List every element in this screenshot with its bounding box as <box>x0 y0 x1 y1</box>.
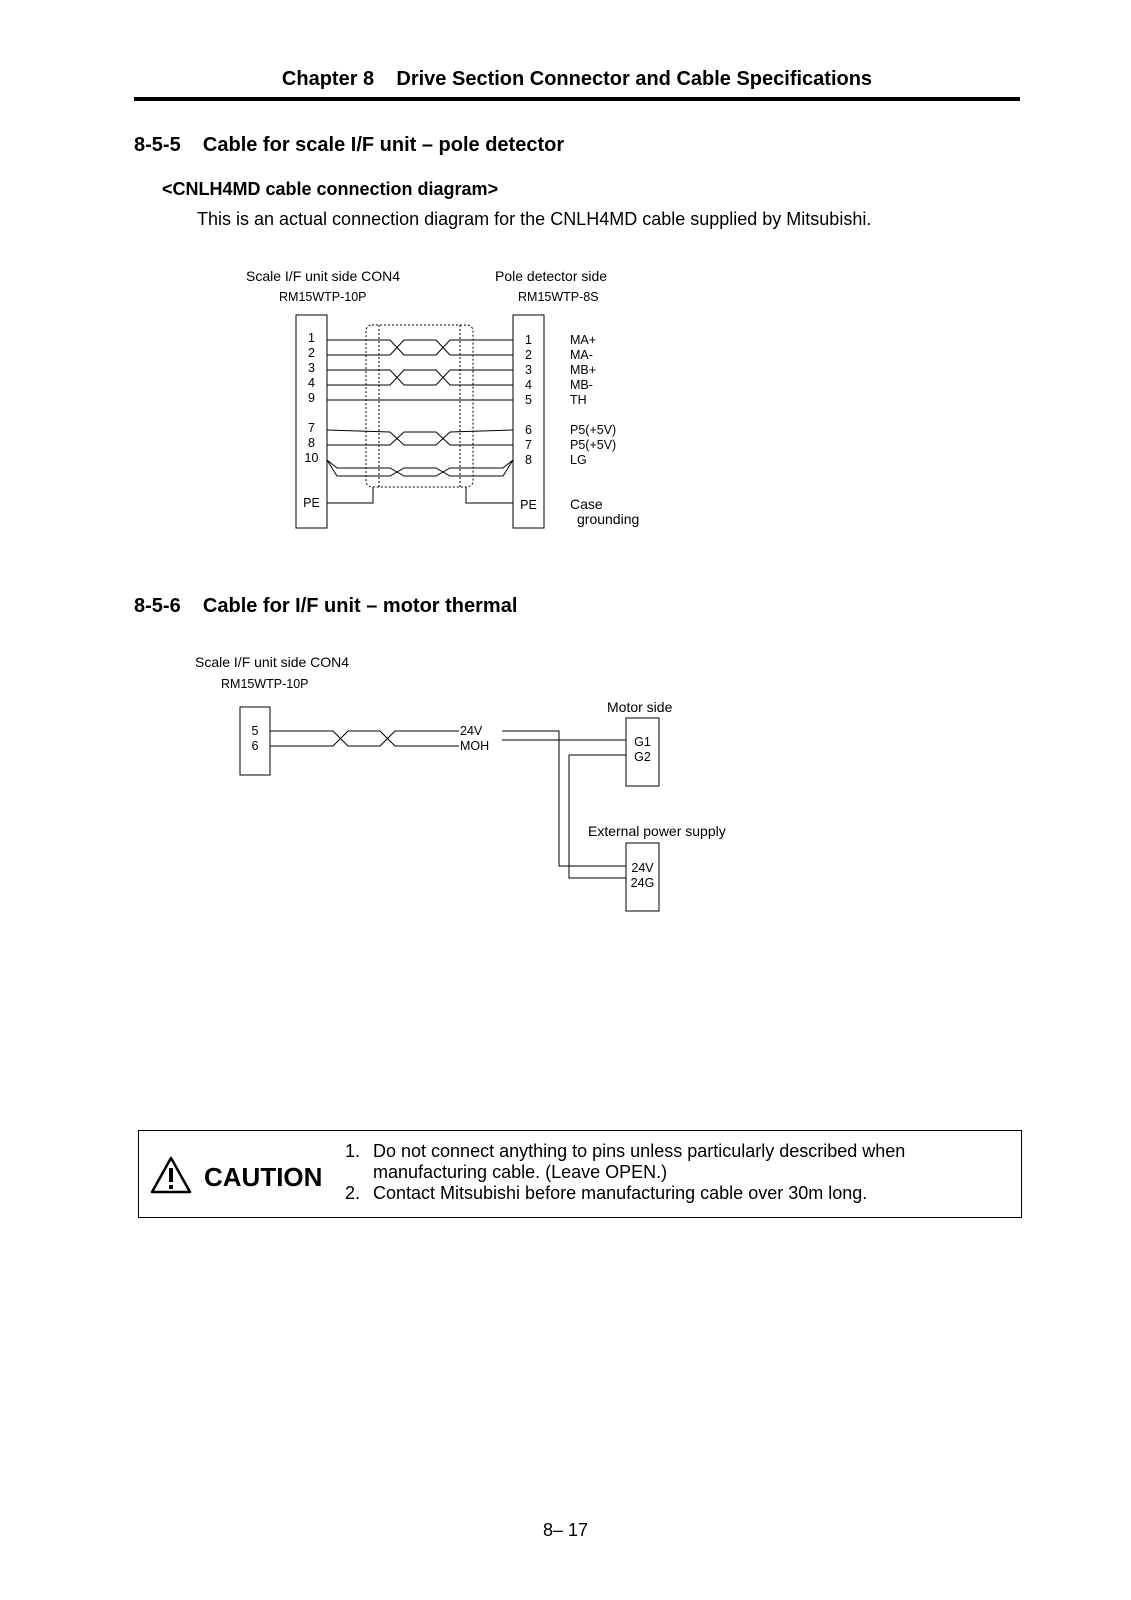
right-connector-box <box>512 314 545 529</box>
signal-label: P5(+5V) <box>570 438 617 452</box>
left-pin: PE <box>303 496 320 510</box>
right-pin: 7 <box>525 438 532 452</box>
signal-label: TH <box>570 393 587 407</box>
page-header-title: Chapter 8 Drive Section Connector and Ca… <box>281 68 873 90</box>
signal-label: LG <box>570 453 587 467</box>
right-pin: 5 <box>525 393 532 407</box>
caution-item-text: Do not connect anything to pins unless p… <box>373 1141 905 1183</box>
case-grounding-label-2: grounding <box>577 511 640 527</box>
caution-item-text-line2: manufacturing cable. (Leave OPEN.) <box>373 1162 668 1182</box>
signal-label: MB- <box>570 378 593 392</box>
thermal-left-model: RM15WTP-10P <box>221 677 309 691</box>
power-connector-box <box>625 842 660 912</box>
caution-item-number: 1. <box>345 1141 361 1161</box>
right-pin: 1 <box>525 333 532 347</box>
section-855-subheading: <CNLH4MD cable connection diagram> <box>162 179 499 199</box>
motor-pin: G1 <box>634 735 651 749</box>
external-power-title: External power supply <box>588 823 726 839</box>
caution-item-text: Contact Mitsubishi before manufacturing … <box>373 1183 868 1203</box>
wire-label: 24V <box>460 724 483 738</box>
motor-side-title: Motor side <box>607 699 673 715</box>
section-855-description: This is an actual connection diagram for… <box>197 209 872 229</box>
left-pin: 1 <box>308 331 315 345</box>
caution-list: 1. Do not connect anything to pins unles… <box>345 1141 1005 1204</box>
left-connector-model: RM15WTP-10P <box>279 290 367 304</box>
left-pin: 3 <box>308 361 315 375</box>
signal-label: P5(+5V) <box>570 423 617 437</box>
thermal-left-pin: 5 <box>251 724 259 738</box>
right-pin: 3 <box>525 363 532 377</box>
right-pin: 6 <box>525 423 532 437</box>
caution-box <box>138 1130 1022 1218</box>
wire-label: MOH <box>460 739 490 753</box>
thermal-left-pin: 6 <box>251 739 259 753</box>
caution-item-number: 2. <box>345 1183 361 1203</box>
left-connector-title: Scale I/F unit side CON4 <box>246 268 401 284</box>
header-rule <box>134 97 1020 101</box>
caution-item: 1. Do not connect anything to pins unles… <box>345 1141 1005 1183</box>
page-number: 8– 17 <box>542 1520 589 1540</box>
warning-triangle-icon <box>150 1156 192 1194</box>
thermal-left-title: Scale I/F unit side CON4 <box>195 654 350 670</box>
right-pin: PE <box>520 498 537 512</box>
caution-item-text-line1: Do not connect anything to pins unless p… <box>373 1141 906 1161</box>
left-pin: 4 <box>308 376 315 390</box>
left-connector-box <box>295 314 328 529</box>
case-grounding-label-1: Case <box>570 496 603 512</box>
right-connector-model: RM15WTP-8S <box>518 290 599 304</box>
section-855-heading: 8-5-5 Cable for scale I/F unit – pole de… <box>134 134 565 156</box>
signal-label: MA+ <box>570 333 597 347</box>
power-pin: 24V <box>631 861 654 875</box>
thermal-left-connector-box <box>239 706 271 776</box>
motor-connector-box <box>625 717 660 787</box>
power-pin: 24G <box>630 876 655 890</box>
signal-label: MB+ <box>570 363 597 377</box>
caution-item: 2. Contact Mitsubishi before manufacturi… <box>345 1183 1005 1204</box>
left-pin: 10 <box>304 451 319 465</box>
caution-title: CAUTION <box>204 1162 323 1192</box>
right-pin: 8 <box>525 453 532 467</box>
signal-label: MA- <box>570 348 593 362</box>
right-pin: 2 <box>525 348 532 362</box>
left-pin: 2 <box>308 346 315 360</box>
right-connector-title: Pole detector side <box>495 268 608 284</box>
right-pin: 4 <box>525 378 532 392</box>
left-pin: 8 <box>308 436 315 450</box>
section-856-heading: 8-5-6 Cable for I/F unit – motor thermal <box>134 595 518 617</box>
left-pin: 9 <box>308 391 315 405</box>
left-pin: 7 <box>308 421 315 435</box>
motor-pin: G2 <box>634 750 651 764</box>
